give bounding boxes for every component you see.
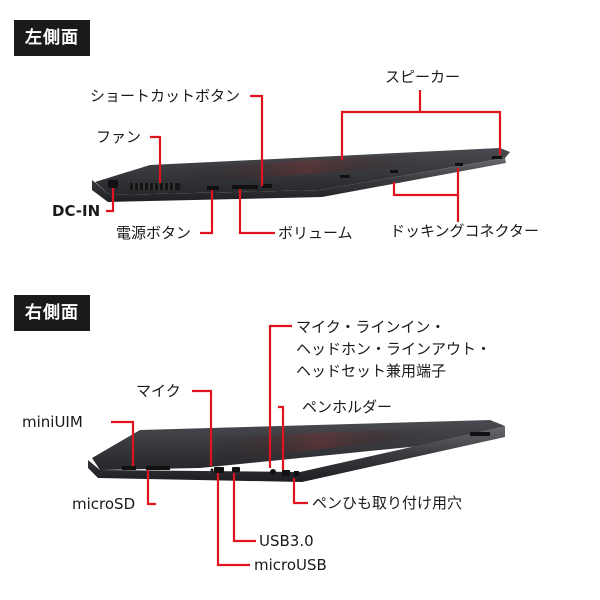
fan-vent: [130, 183, 180, 190]
pen-holder-slot: [282, 470, 290, 476]
right-leader-lines: [111, 324, 308, 567]
label-pen-strap-hole: ペンひも取り付け用穴: [312, 494, 463, 512]
mic-hole: [210, 468, 214, 472]
label-shortcut-button: ショートカットボタン: [90, 87, 241, 105]
label-mini-uim: miniUIM: [22, 413, 83, 431]
label-micro-usb: microUSB: [254, 556, 327, 574]
right-side-title: 右側面: [14, 295, 90, 331]
label-dc-in: DC-IN: [52, 202, 101, 220]
label-mic: マイク: [136, 382, 181, 400]
power-button-slot: [207, 186, 219, 190]
micro-sd-slot: [146, 466, 170, 470]
label-power-button: 電源ボタン: [116, 224, 192, 242]
label-mic-combo-line2: ヘッドホン・ラインアウト・: [296, 340, 492, 358]
micro-usb-port: [232, 467, 240, 472]
left-side-tablet: [92, 148, 510, 202]
label-speaker: スピーカー: [385, 68, 461, 86]
mini-uim-slot: [122, 466, 136, 470]
shortcut-button-slot: [262, 184, 272, 188]
label-mic-combo-line1: マイク・ラインイン・: [296, 318, 446, 336]
audio-combo-jack: [270, 469, 276, 475]
label-mic-combo-line3: ヘッドセット兼用端子: [296, 362, 447, 380]
right-side-tablet: [88, 420, 505, 482]
label-pen-holder: ペンホルダー: [302, 398, 393, 416]
label-volume: ボリューム: [278, 224, 353, 242]
left-side-title: 左側面: [14, 20, 90, 56]
usb3-port: [214, 467, 224, 473]
label-docking-connector: ドッキングコネクター: [390, 222, 539, 240]
label-micro-sd: microSD: [72, 495, 136, 513]
left-leader-lines: [106, 90, 502, 235]
volume-slot: [232, 185, 258, 189]
label-fan: ファン: [96, 128, 142, 146]
dc-in-port: [108, 180, 118, 188]
label-usb3: USB3.0: [259, 532, 314, 550]
pen-strap-hole: [294, 471, 299, 476]
